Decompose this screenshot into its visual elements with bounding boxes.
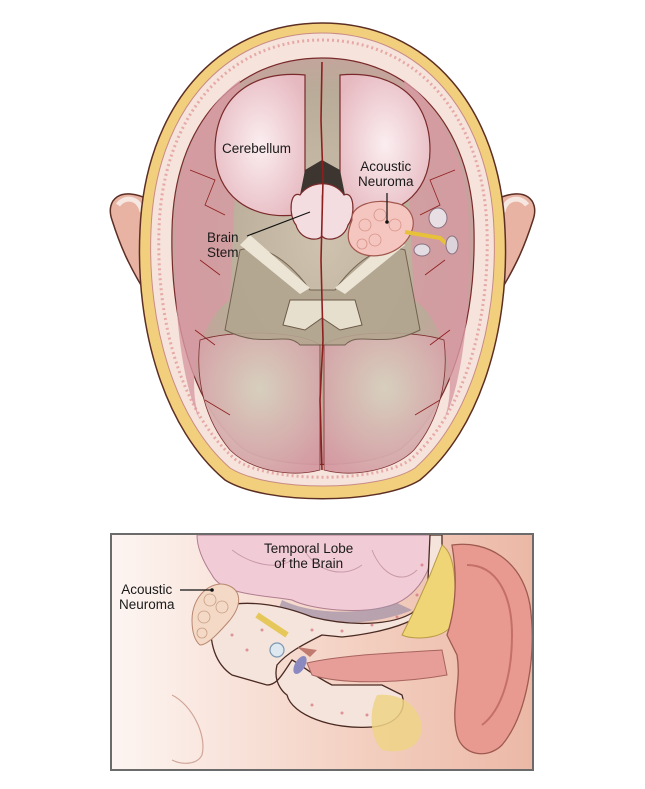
label-temporal-lobe: Temporal Lobe of the Brain <box>264 541 354 571</box>
label-cerebellum: Cerebellum <box>222 141 292 156</box>
acoustic-neuroma-tumor-inset <box>191 583 240 646</box>
ear-inset-panel: Temporal Lobe of the Brain Acoustic Neur… <box>110 533 534 771</box>
inner-ear-structure <box>404 207 459 257</box>
temporal-bone <box>210 535 443 729</box>
midline-sinus <box>319 61 324 471</box>
ear-canal <box>306 649 448 683</box>
skull-axial-view <box>109 22 536 500</box>
label-brain-stem: Brain Stem <box>207 230 239 260</box>
ear-coronal-view <box>112 535 532 769</box>
cerebellum-left <box>214 73 306 217</box>
fat-tissue-lower <box>371 694 422 752</box>
label-acoustic-neuroma-top: Acoustic Neuroma <box>358 159 414 189</box>
brain-stem-leader-line <box>246 211 311 237</box>
acoustic-neuroma-tumor <box>347 200 414 257</box>
ear-drum <box>293 655 307 675</box>
outer-ear-icon <box>446 543 532 755</box>
temporal-lobe <box>196 535 434 611</box>
cochlear-nerve <box>255 612 289 638</box>
cochlea <box>269 642 285 658</box>
label-acoustic-neuroma-inset: Acoustic Neuroma <box>119 582 175 612</box>
